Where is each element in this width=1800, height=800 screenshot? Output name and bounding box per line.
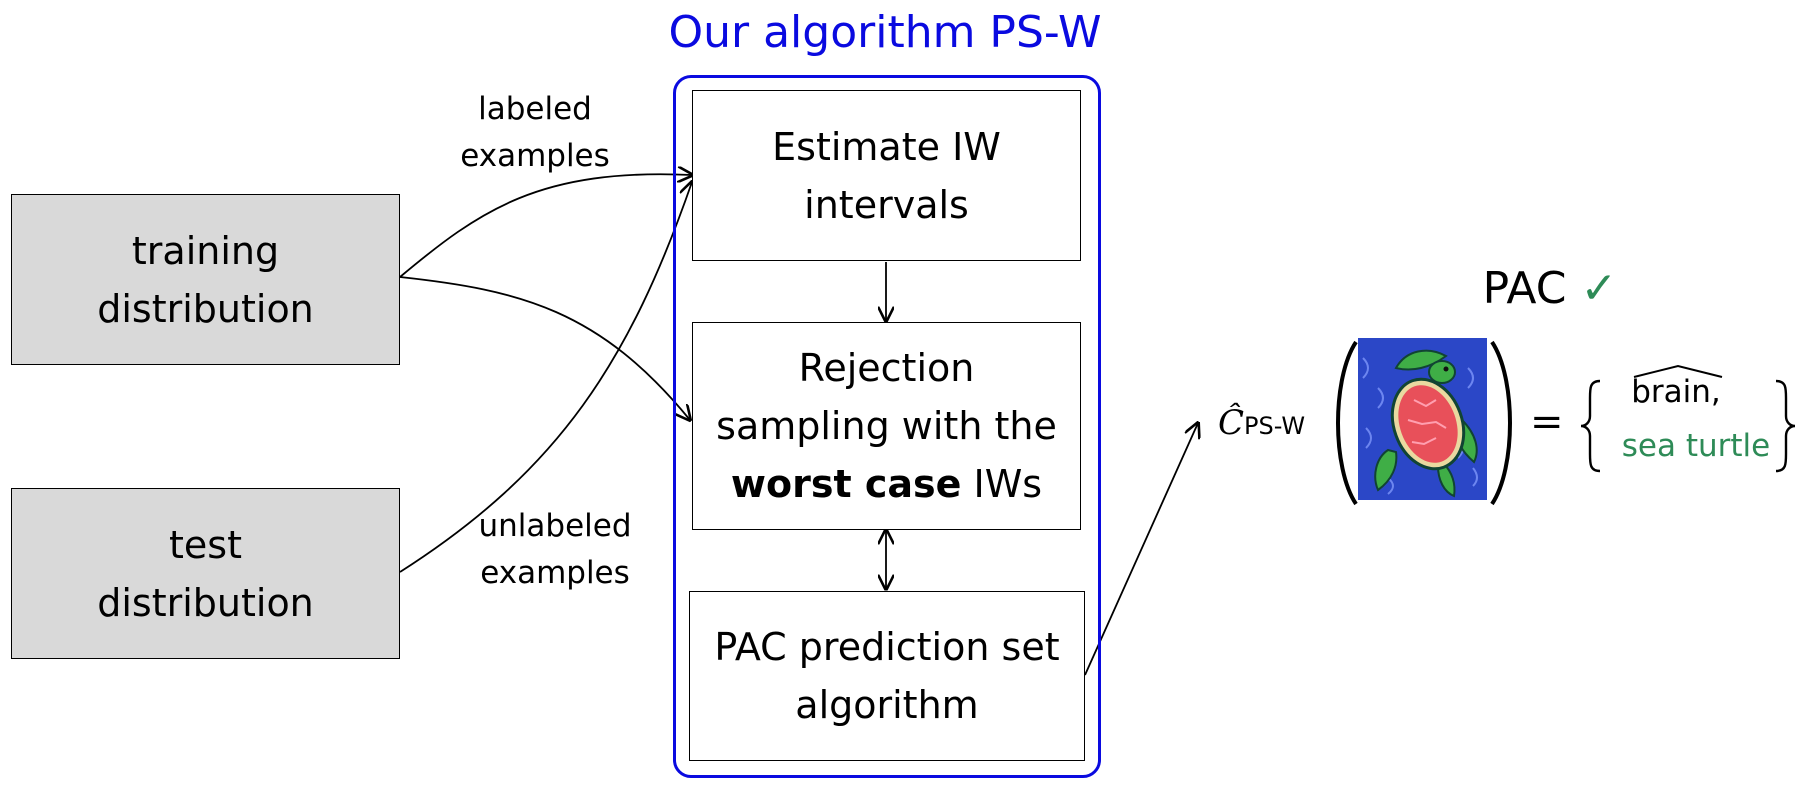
wide-hat-icon: [1633, 364, 1723, 378]
left-paren-icon: [1336, 340, 1358, 506]
training-line1: training: [131, 228, 280, 273]
pac-text: PAC: [1482, 263, 1567, 314]
pac-line1: PAC prediction set: [714, 625, 1060, 669]
test-line2: distribution: [97, 580, 314, 625]
pac-guarantee-label: PAC ✓: [1400, 258, 1700, 320]
edge-training-to-rejection: [399, 276, 690, 420]
left-brace-icon: [1580, 379, 1601, 473]
sea-turtle-image: [1358, 338, 1487, 500]
rejection-line2: sampling with the: [716, 404, 1057, 448]
unlabeled-line2: examples: [480, 555, 630, 591]
c-subscript: PS-W: [1244, 412, 1306, 440]
rejection-sampling-box: Rejection sampling with the worst case I…: [692, 322, 1081, 530]
test-distribution-box: test distribution: [11, 488, 400, 659]
estimate-iw-box: Estimate IW intervals: [692, 90, 1081, 261]
algorithm-container: [673, 75, 1101, 778]
edge-test-to-estimate: [399, 182, 692, 573]
labeled-line1: labeled: [478, 91, 592, 127]
right-paren-icon: [1490, 340, 1512, 506]
set-item-sea-turtle: sea turtle: [1621, 428, 1771, 464]
estimate-line2: intervals: [804, 182, 969, 227]
worst-case-bold: worst case: [730, 462, 962, 506]
set-item-brain: brain,: [1631, 374, 1721, 410]
edge-pac-to-output: [1084, 423, 1198, 676]
labeled-examples-label: labeled examples: [440, 86, 630, 180]
right-brace-icon: [1775, 379, 1796, 473]
test-line1: test: [169, 522, 242, 567]
pac-prediction-set-box: PAC prediction set algorithm: [689, 591, 1085, 761]
pac-line2: algorithm: [795, 683, 979, 727]
estimate-line1: Estimate IW: [772, 124, 1001, 169]
c-hat-glyph: Ĉ: [1218, 403, 1245, 443]
training-line2: distribution: [97, 286, 314, 331]
unlabeled-line1: unlabeled: [478, 508, 632, 544]
edge-training-to-estimate: [399, 174, 692, 278]
check-icon: ✓: [1580, 263, 1618, 314]
algorithm-title: Our algorithm PS-W: [668, 7, 1102, 58]
labeled-line2: examples: [460, 138, 610, 174]
rejection-line1: Rejection: [798, 346, 975, 390]
training-distribution-box: training distribution: [11, 194, 400, 365]
unlabeled-examples-label: unlabeled examples: [455, 503, 655, 597]
rejection-line3: worst case IWs: [716, 455, 1057, 513]
equals-sign: =: [1530, 399, 1564, 445]
rejection-line3-rest: IWs: [961, 462, 1043, 506]
predictor-symbol: ĈPS-W: [1218, 398, 1348, 451]
